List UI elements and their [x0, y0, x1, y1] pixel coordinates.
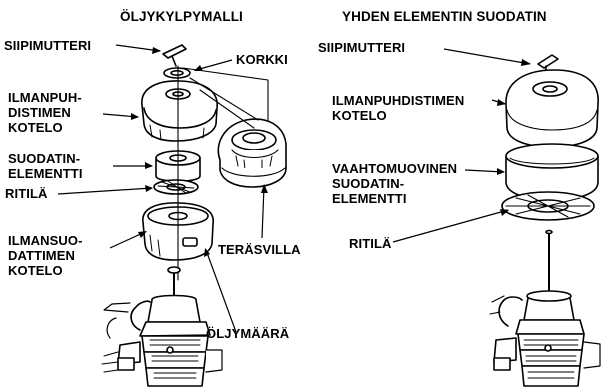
right-foam-element-part — [505, 143, 599, 201]
label-right-wing-nut: SIIPIMUTTERI — [318, 40, 406, 55]
left-steel-wool-part — [217, 118, 287, 188]
right-engine-part — [489, 290, 601, 387]
label-left-housing: ILMANSUO- DATTIMEN KOTELO — [8, 233, 83, 278]
title-single-element-filter: YHDEN ELEMENTIN SUODATIN — [342, 9, 547, 24]
leader-right-wing-nut — [443, 48, 531, 65]
right-grid-part — [501, 191, 595, 221]
title-oil-bath-model: ÖLJYKYLPYMALLI — [120, 9, 243, 24]
label-left-cap: KORKKI — [236, 52, 288, 67]
leader-left-cap — [195, 59, 233, 71]
left-wing-nut-part — [162, 44, 187, 67]
label-left-steel-wool: TERÄSVILLA — [218, 242, 301, 257]
leader-right-grid — [392, 209, 509, 243]
left-cap-part — [163, 67, 191, 79]
label-left-grid: RITILÄ — [5, 186, 48, 201]
label-left-filter-element: SUODATIN- ELEMENTTI — [8, 151, 83, 181]
leader-left-oil-level — [205, 249, 237, 333]
leader-left-housing — [109, 231, 146, 249]
leader-left-grid — [57, 187, 153, 195]
label-left-oil-level: ÖLJYMÄÄRÄ — [206, 326, 290, 341]
label-left-wing-nut: SIIPIMUTTERI — [4, 38, 92, 53]
label-right-foam-element: VAAHTOMUOVINEN SUODATIN- ELEMENTTI — [332, 161, 458, 206]
label-right-grid: RITILÄ — [349, 236, 392, 251]
leader-left-steel-wool — [261, 185, 265, 239]
label-left-cover: ILMANPUH- DISTIMEN KOTELO — [8, 90, 82, 135]
left-cover-part — [141, 80, 218, 142]
label-right-cover: ILMANPUHDISTIMEN KOTELO — [332, 93, 465, 123]
left-grid-part — [153, 179, 199, 195]
left-engine-part — [101, 266, 223, 387]
right-cover-part — [505, 69, 599, 148]
